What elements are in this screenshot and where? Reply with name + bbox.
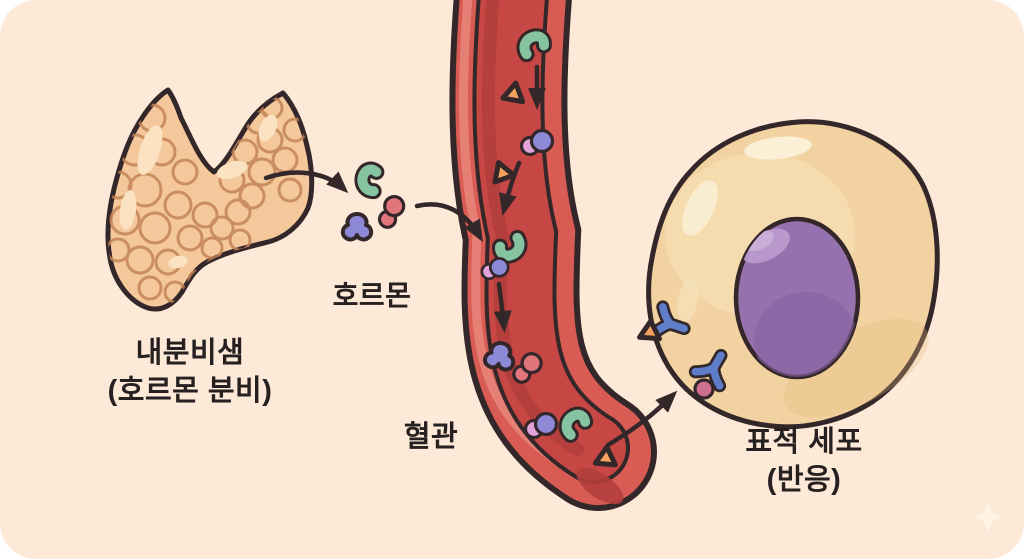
hormone-label: 호르몬	[332, 280, 412, 311]
vessel-lumen-shade	[481, 0, 585, 457]
vessel-opening	[576, 467, 624, 505]
rose-circle-molecule-icon	[693, 378, 715, 400]
hormones-released	[340, 167, 413, 242]
endocrine-gland-illustration	[105, 87, 315, 312]
arrow-vessel-to-cell	[605, 390, 678, 448]
target-cell-illustration	[640, 119, 940, 430]
arrow-flow-down-2	[499, 160, 522, 216]
blood-vessel-label: 혈관	[403, 421, 459, 453]
target-cell-label: 표적 세포 (반응)	[678, 423, 930, 499]
cell-shine	[744, 136, 812, 160]
cell-shine	[682, 180, 718, 236]
cell-shine	[677, 278, 699, 322]
endocrine-gland-label: 내분비샘 (호르몬 분비)	[58, 334, 322, 410]
endocrine-gland-label-line2: (호르몬 분비)	[107, 375, 273, 407]
green-bean-molecule-icon	[359, 167, 380, 191]
green-bean-molecule-icon	[522, 34, 546, 54]
green-bean-molecule-icon	[498, 238, 522, 258]
flow-arrows	[263, 64, 678, 448]
gland-highlights	[119, 114, 278, 269]
arrow-flow-down-3	[493, 281, 512, 333]
target-cell-label-line2: (반응)	[766, 464, 842, 496]
sparkle-icon	[971, 500, 1005, 534]
arrow-hormones-to-vessel	[414, 202, 483, 243]
cell-shadow	[783, 318, 929, 418]
blue-clover-molecule-icon	[340, 212, 374, 242]
endocrine-gland-label-line1: 내분비샘	[135, 337, 245, 369]
target-cell-label-line1: 표적 세포	[745, 426, 863, 458]
arrow-gland-to-hormones	[263, 170, 349, 194]
red-peanut-molecule-icon	[369, 191, 413, 233]
